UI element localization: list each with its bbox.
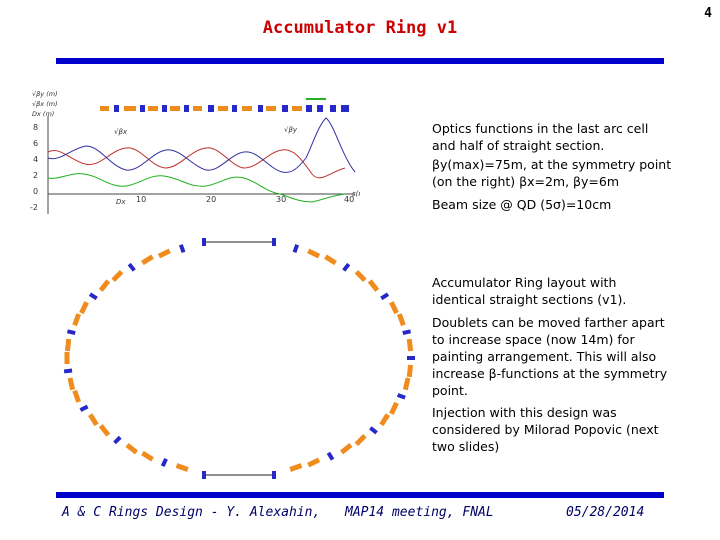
ring-dipole <box>402 377 411 391</box>
ring-dipole <box>175 463 189 472</box>
ring-quadrupole <box>396 393 406 400</box>
ring-dipole <box>406 338 414 352</box>
ring-dipole <box>98 424 111 437</box>
ring-dipole <box>79 301 89 315</box>
y-tick: 0 <box>33 187 38 196</box>
accumulator-ring-layout <box>63 238 415 479</box>
straight-section-quadrupole <box>272 471 276 479</box>
ring-dipole <box>324 254 337 266</box>
ring-quadrupole <box>369 426 378 435</box>
ring-dipole <box>88 413 99 427</box>
curve-label-sqrt-by: √βy <box>284 126 298 134</box>
y-tick: 8 <box>33 123 38 132</box>
ring-dipole <box>111 269 124 282</box>
ring-quadrupole <box>342 262 351 272</box>
ring-quadrupole <box>127 262 136 272</box>
page-number: 4 <box>704 6 712 21</box>
doublets-text: Doublets can be moved farther apart to i… <box>432 315 668 398</box>
ring-dipole <box>64 338 72 352</box>
ring-dipole <box>64 352 70 364</box>
ring-dipole <box>307 248 321 259</box>
straight-section-quadrupole <box>202 471 206 479</box>
lattice-element-strip <box>100 98 349 112</box>
ring-dipole <box>389 301 399 315</box>
y-tick: -2 <box>30 203 38 212</box>
x-tick: 10 <box>136 195 146 204</box>
ring-dipole <box>406 364 414 378</box>
ring-dipole <box>354 269 367 282</box>
beta-max-text: βy(max)=75m, at the symmetry point (on t… <box>432 157 672 189</box>
ring-quadrupole <box>88 292 98 301</box>
legend-sqrt-bx: √βx (m) <box>32 100 58 108</box>
title-underline-bar <box>56 58 664 64</box>
x-tick: 40 <box>344 195 354 204</box>
ring-dipole <box>67 377 76 391</box>
sqrt-beta-x-curve <box>47 147 346 179</box>
ring-dipole <box>289 463 303 472</box>
ring-dipole <box>397 313 406 327</box>
beam-size-text: Beam size @ QD (5σ)=10cm <box>432 197 612 212</box>
ring-quadrupole <box>380 292 390 301</box>
slide-title: Accumulator Ring v1 <box>262 18 458 38</box>
ring-dipole <box>98 279 111 292</box>
footer-date: 05/28/2014 <box>566 505 645 520</box>
ring-dipole <box>379 413 390 427</box>
footer-author: A & C Rings Design - Y. Alexahin, <box>62 505 321 520</box>
ring-dipole <box>389 401 399 415</box>
ring-dipole <box>141 254 154 266</box>
x-axis-label: s(m) <box>352 190 360 198</box>
x-tick: 20 <box>206 195 216 204</box>
ring-quadrupole <box>160 458 168 467</box>
straight-section-quadrupole <box>272 238 276 246</box>
optics-plot: 8 6 4 2 0 -2 10 20 30 40 s(m) √βy (m) √β… <box>30 90 360 214</box>
ring-dipole <box>157 248 171 259</box>
legend-sqrt-by: √βy (m) <box>32 90 58 98</box>
y-tick: 6 <box>33 139 38 148</box>
legend-dx: Dx (m) <box>32 110 54 118</box>
ring-dipole <box>141 450 154 462</box>
ring-quadrupole <box>178 244 186 253</box>
layout-description: Accumulator Ring layout with identical s… <box>432 275 627 307</box>
curve-label-dx: Dx <box>116 198 126 206</box>
ring-dipole <box>307 457 321 468</box>
ring-dipole <box>339 442 353 455</box>
injection-text: Injection with this design was considere… <box>432 405 659 454</box>
ring-quadrupole <box>113 435 122 445</box>
ring-quadrupole <box>402 329 412 336</box>
x-tick: 30 <box>276 195 286 204</box>
ring-dipole <box>72 389 81 403</box>
sqrt-beta-y-curve <box>47 117 356 173</box>
curve-label-sqrt-bx: √βx <box>114 128 128 136</box>
ring-dipole <box>125 442 139 455</box>
ring-quadrupole <box>79 404 89 412</box>
dispersion-curve <box>47 173 346 203</box>
ring-quadrupole <box>407 356 415 360</box>
ring-quadrupole <box>326 451 335 461</box>
ring-quadrupole <box>292 244 300 253</box>
ring-dipole <box>72 313 81 327</box>
ring-dipole <box>367 279 380 292</box>
footer-bar <box>56 492 664 498</box>
y-tick: 4 <box>33 155 38 164</box>
ring-quadrupole <box>66 329 76 336</box>
y-tick: 2 <box>33 171 38 180</box>
straight-section-quadrupole <box>202 238 206 246</box>
ring-dipole <box>354 434 367 447</box>
optics-description: Optics functions in the last arc cell an… <box>432 121 649 153</box>
footer-meeting: MAP14 meeting, FNAL <box>345 505 494 520</box>
ring-quadrupole <box>63 368 73 374</box>
